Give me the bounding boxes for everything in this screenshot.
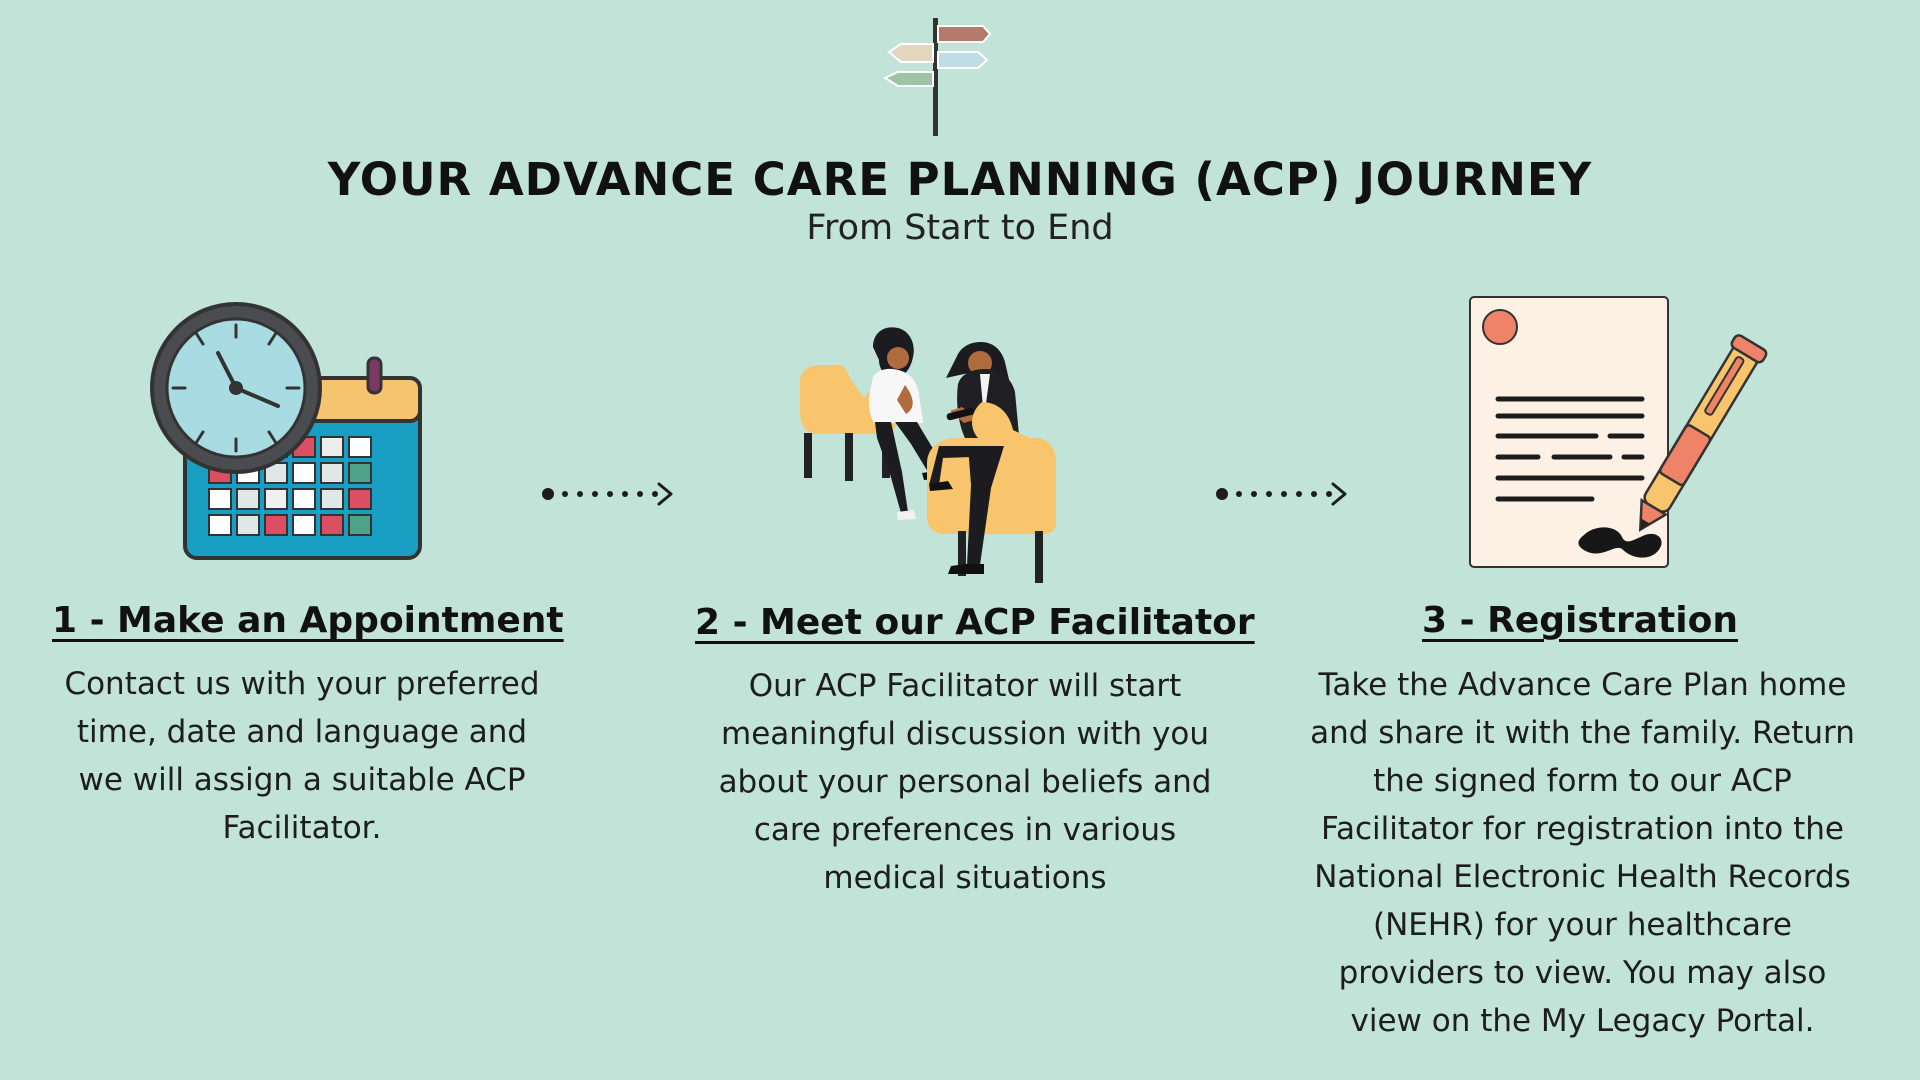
page-title: YOUR ADVANCE CARE PLANNING (ACP) JOURNEY [327, 153, 1593, 206]
two-people-discussion-icon [800, 327, 1056, 583]
step-heading: 1 - Make an Appointment [52, 600, 564, 641]
page-subtitle: From Start to End [806, 208, 1114, 248]
clock-calendar-icon [150, 302, 422, 560]
arrow-right-icon [542, 482, 673, 506]
arrow-right-icon [1216, 482, 1347, 506]
step-description: Our ACP Facilitator will start meaningfu… [718, 668, 1212, 896]
step-heading: 3 - Registration [1422, 600, 1738, 641]
header: YOUR ADVANCE CARE PLANNING (ACP) JOURNEY… [0, 0, 1920, 270]
step-heading: 2 - Meet our ACP Facilitator [695, 602, 1255, 643]
step-description: Take the Advance Care Plan home and shar… [1310, 667, 1855, 1039]
signpost-icon [882, 18, 992, 136]
signed-document-pen-icon [1469, 296, 1768, 568]
step-description: Contact us with your preferred time, dat… [64, 666, 540, 846]
